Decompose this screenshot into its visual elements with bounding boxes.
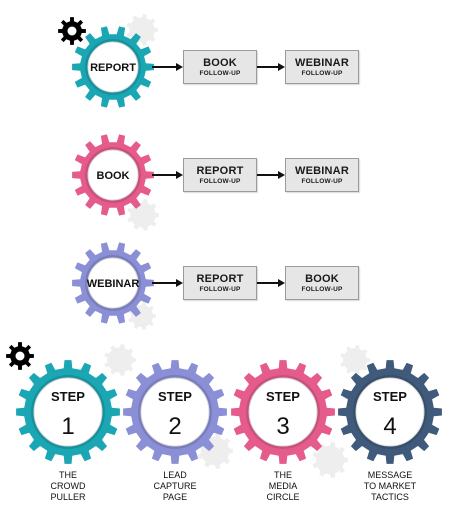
background-gear [340, 345, 370, 375]
box-title: REPORT [196, 165, 244, 177]
arrow [152, 171, 183, 179]
caption-line: LEAD [163, 470, 187, 480]
box-title: REPORT [196, 273, 244, 285]
step-gear-1 [16, 360, 120, 464]
caption-line: TACTICS [371, 492, 409, 502]
step-gear-4 [338, 360, 442, 464]
caption-line: CAPTURE [153, 481, 197, 491]
gear-icon [6, 342, 34, 370]
arrow [257, 171, 285, 179]
box-subtitle: FOLLOW-UP [199, 178, 241, 185]
step-label: STEP [266, 389, 300, 404]
box-subtitle: FOLLOW-UP [301, 286, 343, 293]
caption-line: PAGE [162, 492, 188, 502]
box-title: WEBINAR [295, 165, 349, 177]
box-subtitle: FOLLOW-UP [199, 286, 241, 293]
row-center-label: WEBINAR [87, 278, 140, 290]
step-label: STEP [158, 389, 192, 404]
step-label: STEP [373, 389, 407, 404]
box-title: BOOK [305, 273, 339, 285]
caption-line: MESSAGE [367, 470, 413, 480]
gear-report [72, 26, 154, 108]
arrow [152, 63, 183, 71]
caption-line: CROWD [50, 481, 86, 491]
box-subtitle: FOLLOW-UP [301, 178, 343, 185]
box-title: BOOK [203, 57, 237, 69]
arrow [257, 63, 285, 71]
step-number: 3 [276, 413, 289, 440]
row-center-label: REPORT [90, 62, 136, 74]
row-center-label: BOOK [97, 170, 130, 182]
arrow [257, 279, 285, 287]
step-number: 2 [168, 413, 181, 440]
step-number: 4 [383, 413, 396, 440]
background-gear [104, 344, 136, 376]
box-subtitle: FOLLOW-UP [301, 70, 343, 77]
box-subtitle: FOLLOW-UP [199, 70, 241, 77]
caption-line: CIRCLE [266, 492, 300, 502]
caption-line: THE [59, 470, 77, 480]
step-number: 1 [61, 413, 74, 440]
box-title: WEBINAR [295, 57, 349, 69]
step-gear-2 [123, 360, 227, 464]
caption-line: PULLER [50, 492, 86, 502]
caption-line: TO MARKET [363, 481, 417, 491]
gear-icon [58, 17, 86, 45]
caption-line: MEDIA [268, 481, 298, 491]
arrow [152, 279, 183, 287]
step-label: STEP [51, 389, 85, 404]
background-gear [312, 442, 348, 478]
caption-line: THE [274, 470, 292, 480]
step-gear-3 [231, 360, 335, 464]
gear-webinar [72, 242, 154, 324]
gear-book [72, 134, 154, 216]
